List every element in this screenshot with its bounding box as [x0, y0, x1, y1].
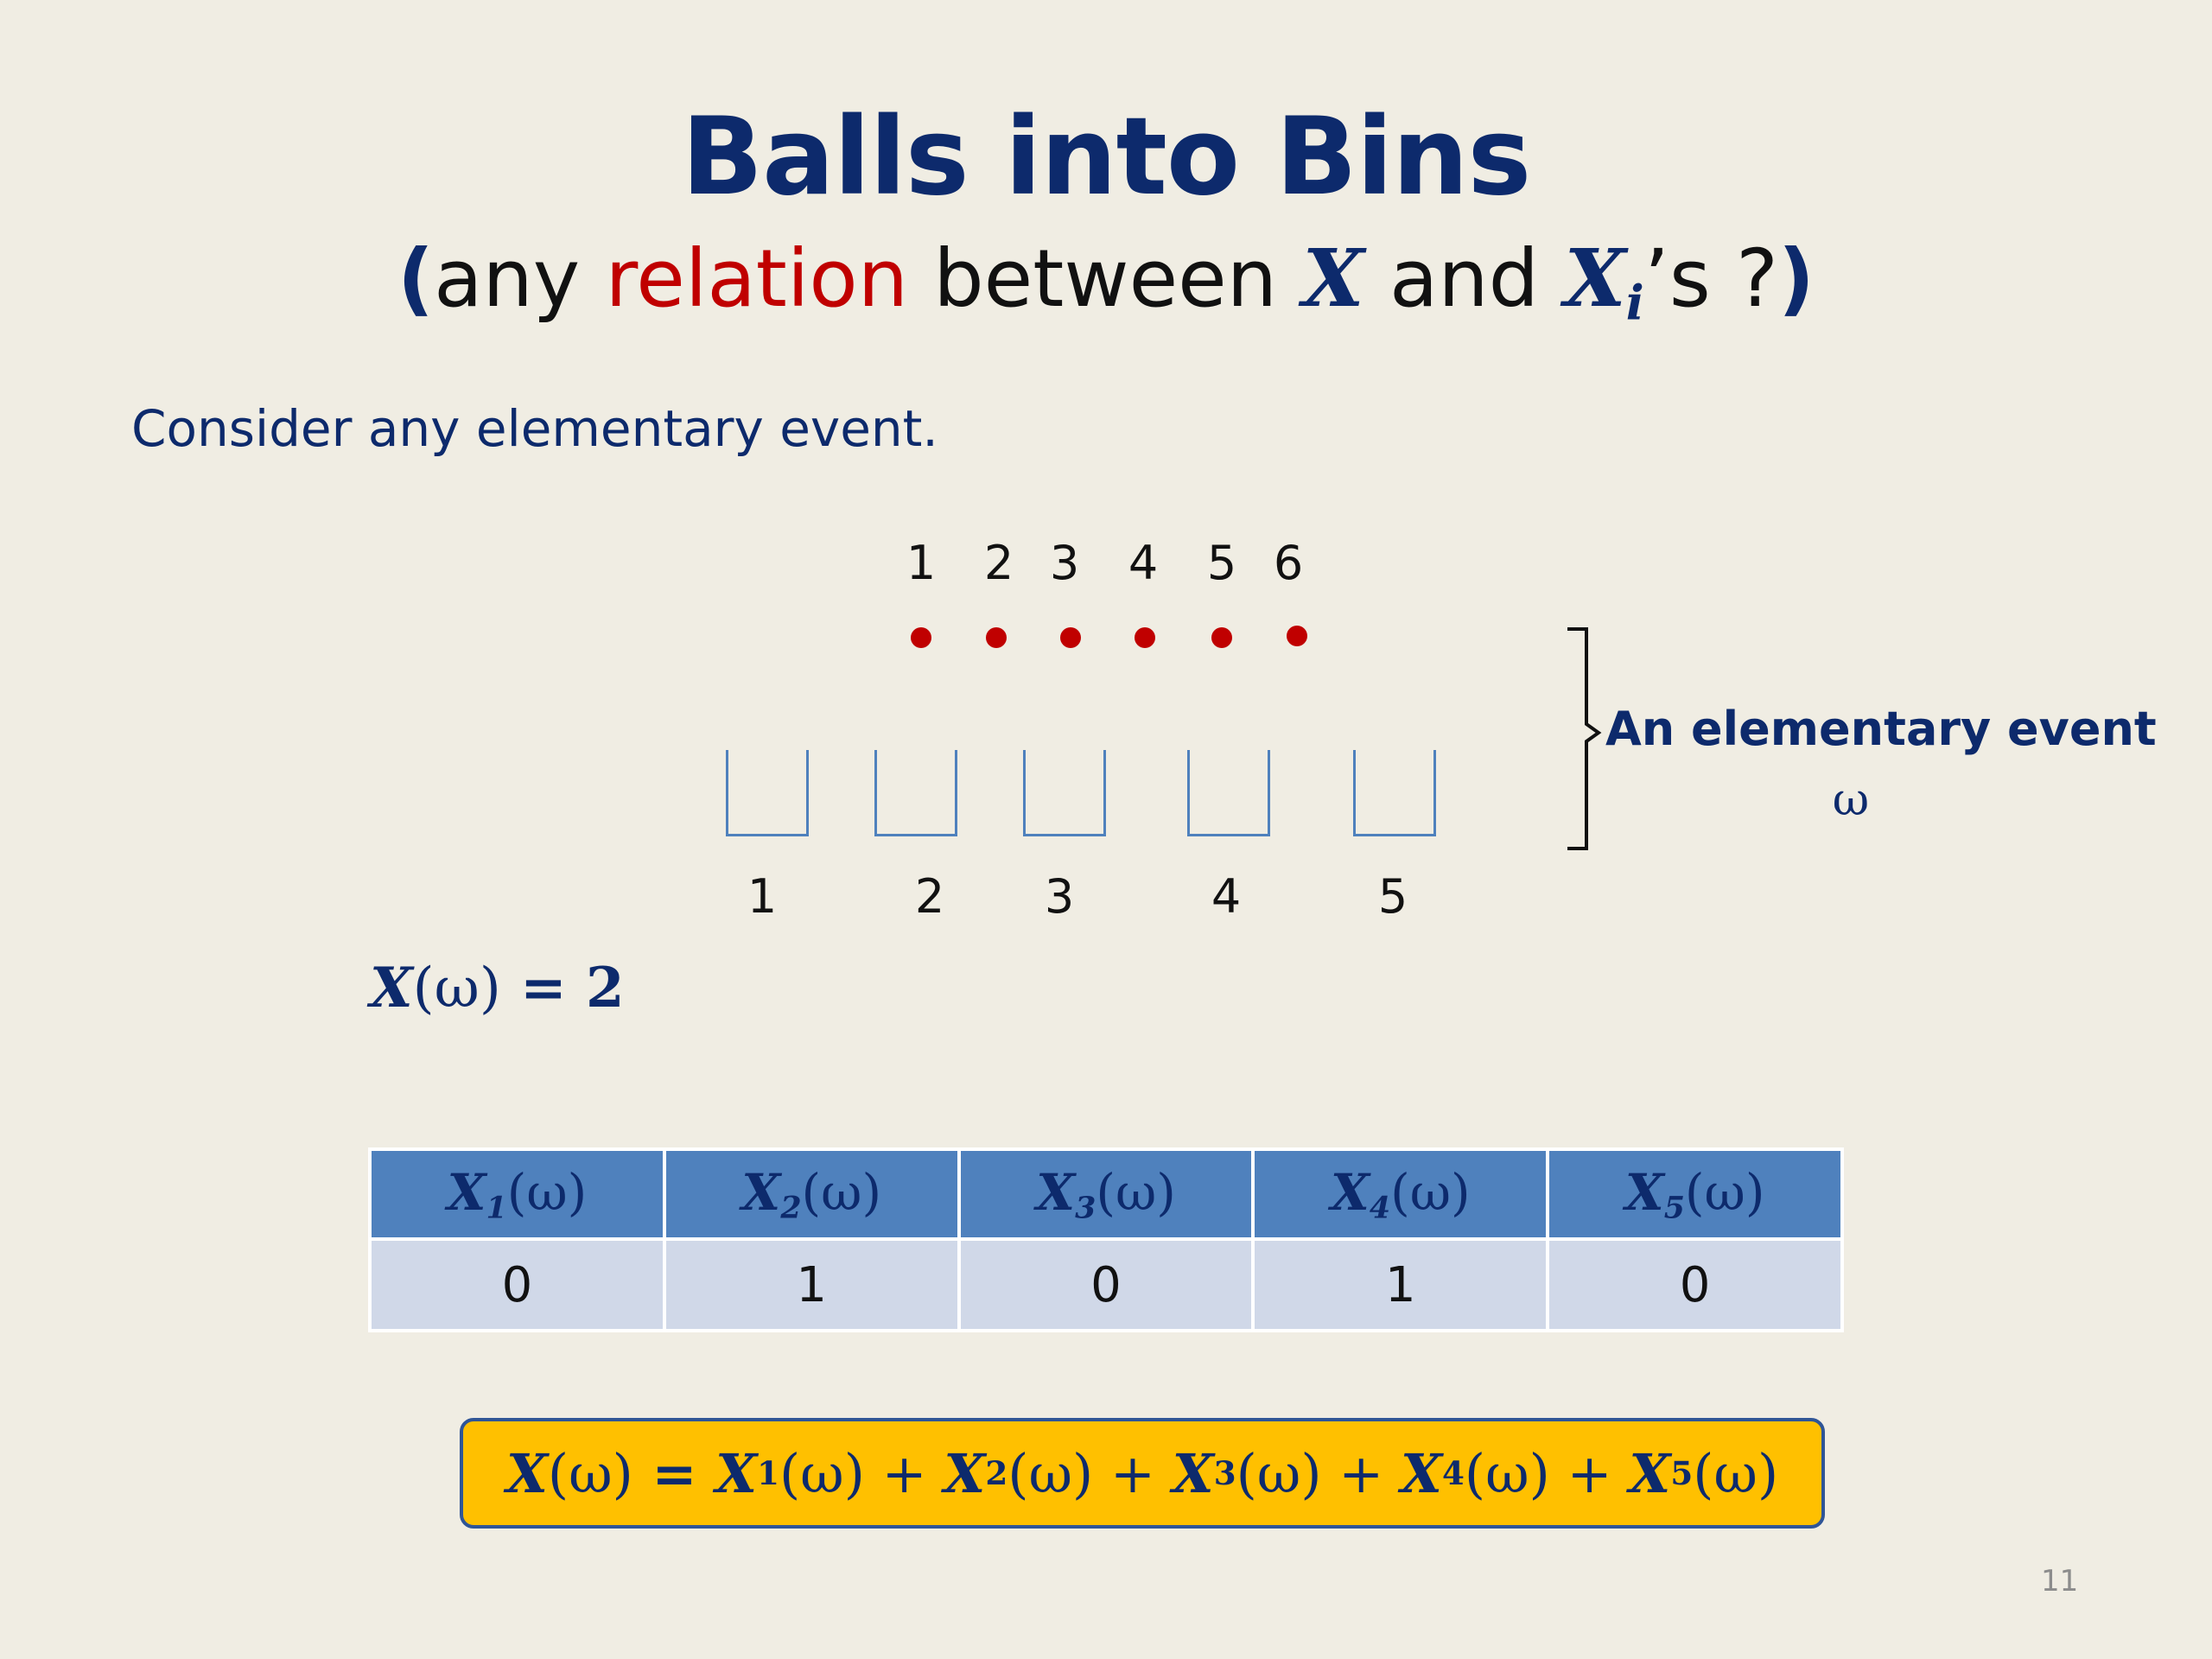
table-header-cell: X1(ω) — [368, 1147, 666, 1241]
formula-term-sub: 3 — [1213, 1454, 1236, 1492]
subtitle-var-xi-sub: i — [1625, 275, 1644, 332]
x-arg: (ω) — [412, 957, 501, 1020]
bin — [726, 750, 809, 836]
subtitle-close-paren: ) — [1777, 232, 1815, 325]
slide-title: Balls into Bins — [681, 95, 1532, 219]
header-sub: 2 — [780, 1190, 802, 1226]
formula-term-arg: (ω) — [1693, 1441, 1779, 1505]
table-header-row: X1(ω) X2(ω) X3(ω) X4(ω) X5(ω) — [368, 1147, 1844, 1241]
table-row: 0 1 0 1 0 — [368, 1237, 1844, 1332]
header-sub: 5 — [1663, 1190, 1685, 1226]
ball — [1211, 627, 1232, 648]
ball-label: 6 — [1273, 536, 1304, 590]
ball-label: 5 — [1206, 536, 1237, 590]
formula-plus: + — [864, 1441, 944, 1505]
subtitle-text-post: ’s ? — [1643, 232, 1778, 325]
bin — [1023, 750, 1106, 836]
formula-plus: + — [1321, 1441, 1401, 1505]
header-sub: 3 — [1075, 1190, 1096, 1226]
formula-eq: = — [632, 1441, 715, 1505]
bin-label: 2 — [914, 869, 945, 924]
bin — [1353, 750, 1436, 836]
formula-lhs-arg: (ω) — [547, 1441, 633, 1505]
header-arg: (ω) — [1684, 1162, 1765, 1222]
header-sub: 4 — [1369, 1190, 1391, 1226]
subtitle-text-mid: between — [908, 232, 1303, 325]
header-var: X — [741, 1162, 781, 1222]
formula-term-arg: (ω) — [1007, 1441, 1094, 1505]
formula-lhs-var: X — [505, 1441, 548, 1505]
formula-term-var: X — [1629, 1441, 1671, 1505]
ball — [986, 627, 1007, 648]
ball — [911, 627, 931, 648]
x-eq: = 2 — [500, 956, 625, 1020]
elementary-event-label: An elementary event — [1605, 702, 2157, 756]
bin-label: 4 — [1211, 869, 1242, 924]
indicator-table: X1(ω) X2(ω) X3(ω) X4(ω) X5(ω) 0 1 0 1 0 — [368, 1147, 1844, 1332]
bin-label: 3 — [1044, 869, 1075, 924]
slide-subtitle: (any relation between X and Xi’s ?) — [0, 232, 2212, 331]
table-cell: 0 — [1546, 1237, 1844, 1332]
table-header-cell: X5(ω) — [1546, 1147, 1844, 1241]
ball — [1060, 627, 1081, 648]
body-text: Consider any elementary event. — [131, 399, 938, 458]
formula-term-sub: 4 — [1442, 1454, 1465, 1492]
table-header-cell: X4(ω) — [1251, 1147, 1550, 1241]
formula-term-sub: 5 — [1670, 1454, 1694, 1492]
table-cell: 1 — [662, 1237, 961, 1332]
subtitle-text-and: and — [1363, 232, 1565, 325]
subtitle-var-xi: X — [1564, 232, 1626, 325]
bin — [1187, 750, 1270, 836]
x-value-equation: X(ω) = 2 — [370, 956, 625, 1020]
formula-plus: + — [1093, 1441, 1173, 1505]
ball-label: 3 — [1049, 536, 1080, 590]
header-arg: (ω) — [801, 1162, 882, 1222]
header-var: X — [1330, 1162, 1370, 1222]
ball — [1135, 627, 1155, 648]
formula-term-var: X — [1172, 1441, 1214, 1505]
formula-term-var: X — [1400, 1441, 1443, 1505]
table-cell: 1 — [1251, 1237, 1550, 1332]
omega-label: ω — [1832, 774, 1870, 826]
ball-label: 4 — [1128, 536, 1159, 590]
page-number: 11 — [2041, 1564, 2079, 1599]
formula-term-var: X — [944, 1441, 986, 1505]
subtitle-highlight: relation — [605, 232, 909, 325]
header-arg: (ω) — [506, 1162, 588, 1222]
table-cell: 0 — [368, 1237, 666, 1332]
header-var: X — [447, 1162, 486, 1222]
table-header-cell: X3(ω) — [957, 1147, 1255, 1241]
x-var: X — [370, 956, 413, 1020]
subtitle-var-x: X — [1302, 232, 1364, 325]
header-var: X — [1036, 1162, 1076, 1222]
bin-label: 1 — [747, 869, 778, 924]
formula-term-sub: 1 — [757, 1454, 779, 1492]
header-arg: (ω) — [1096, 1162, 1176, 1222]
formula-plus: + — [1549, 1441, 1630, 1505]
bin-label: 5 — [1377, 869, 1408, 924]
bin — [874, 750, 957, 836]
table-cell: 0 — [957, 1237, 1255, 1332]
ball-label: 2 — [983, 536, 1014, 590]
header-var: X — [1624, 1162, 1664, 1222]
formula-term-sub: 2 — [985, 1454, 1008, 1492]
header-arg: (ω) — [1390, 1162, 1471, 1222]
right-brace — [1567, 627, 1602, 850]
formula-term-arg: (ω) — [1236, 1441, 1322, 1505]
formula-term-arg: (ω) — [779, 1441, 865, 1505]
ball — [1287, 626, 1307, 646]
formula-term-var: X — [715, 1441, 758, 1505]
ball-label: 1 — [906, 536, 937, 590]
subtitle-open-paren: ( — [397, 232, 435, 325]
subtitle-text-pre: any — [434, 232, 606, 325]
formula-term-arg: (ω) — [1464, 1441, 1550, 1505]
table-header-cell: X2(ω) — [662, 1147, 961, 1241]
header-sub: 1 — [486, 1190, 507, 1226]
